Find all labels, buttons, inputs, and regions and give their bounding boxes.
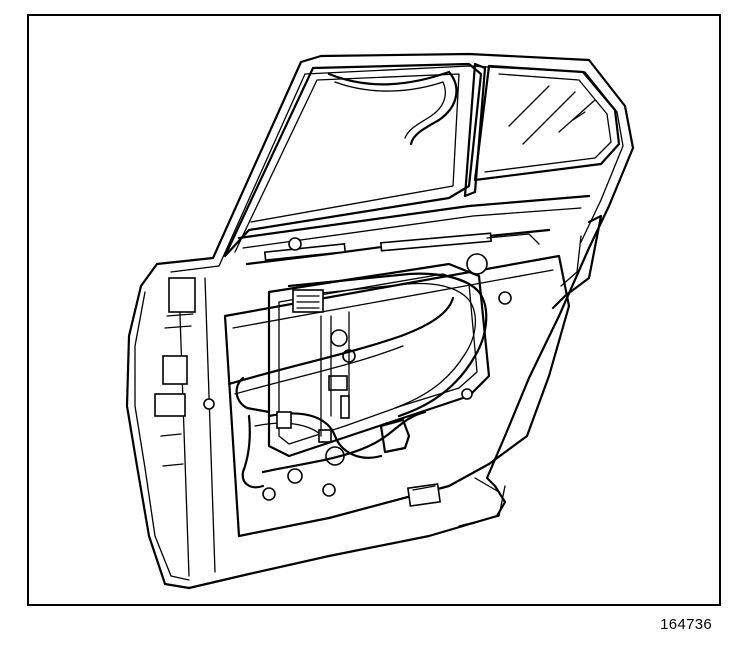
wiring-harness <box>227 272 488 489</box>
window-seal <box>327 70 458 146</box>
window-frame <box>223 62 621 258</box>
door-outer-shell <box>125 52 635 590</box>
trailing-edge-trim <box>458 214 603 527</box>
latch-assembly <box>276 289 442 507</box>
belt-line <box>237 194 591 266</box>
hinge-pillar <box>154 277 196 467</box>
rear-door-illustration <box>125 52 635 590</box>
figure-reference-number: 164736 <box>660 616 712 633</box>
figure-frame <box>27 14 721 606</box>
